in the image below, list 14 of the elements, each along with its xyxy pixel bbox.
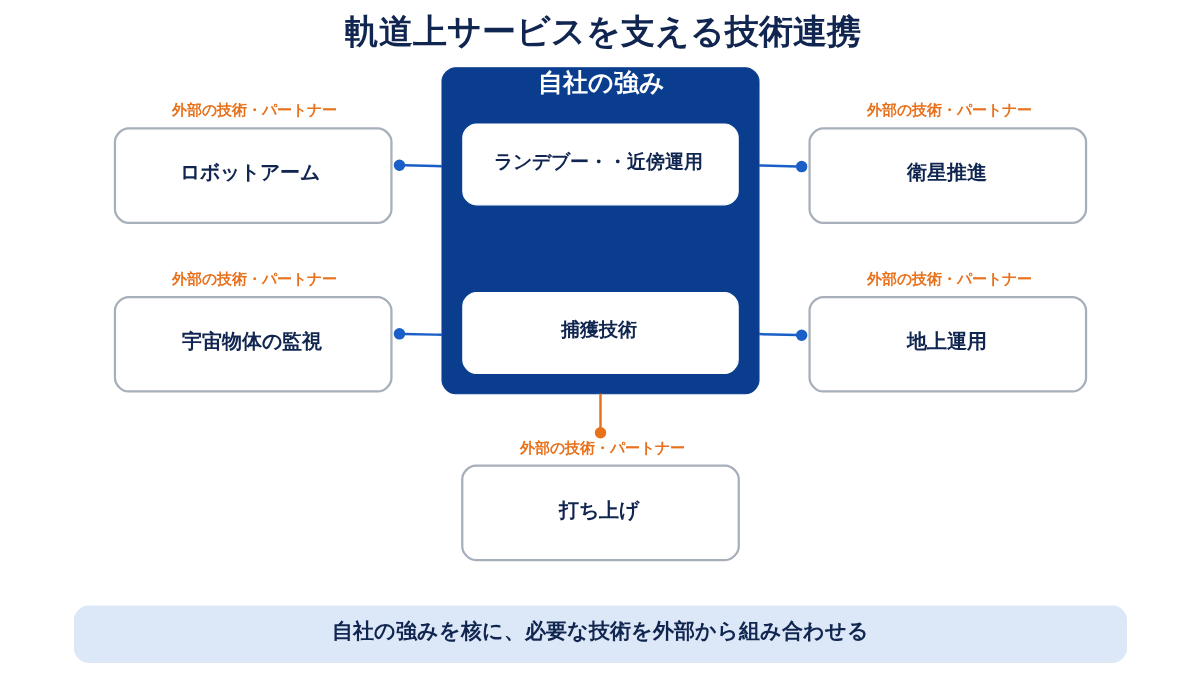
node-label: 外部の技術・パートナー (171, 270, 337, 287)
diagram-title: 軌道上サービスを支える技術連携 (344, 12, 861, 52)
node-box: 自社の強みを核に、必要な技術を外部から組み合わせる (73, 605, 1127, 663)
node-label: 外部の技術・パートナー (866, 270, 1032, 287)
connector (758, 329, 807, 341)
node-label: 外部の技術・パートナー (519, 438, 685, 456)
connector (594, 393, 606, 439)
connector (393, 159, 442, 171)
connector (393, 328, 442, 340)
connector (758, 160, 807, 173)
node-box: 捕獲技術 (461, 292, 739, 375)
node-label: 外部の技術・パートナー (171, 101, 337, 119)
node-label: 外部の技術・パートナー (866, 101, 1032, 119)
node-box: ランデブー・・近傍運用 (461, 123, 739, 206)
